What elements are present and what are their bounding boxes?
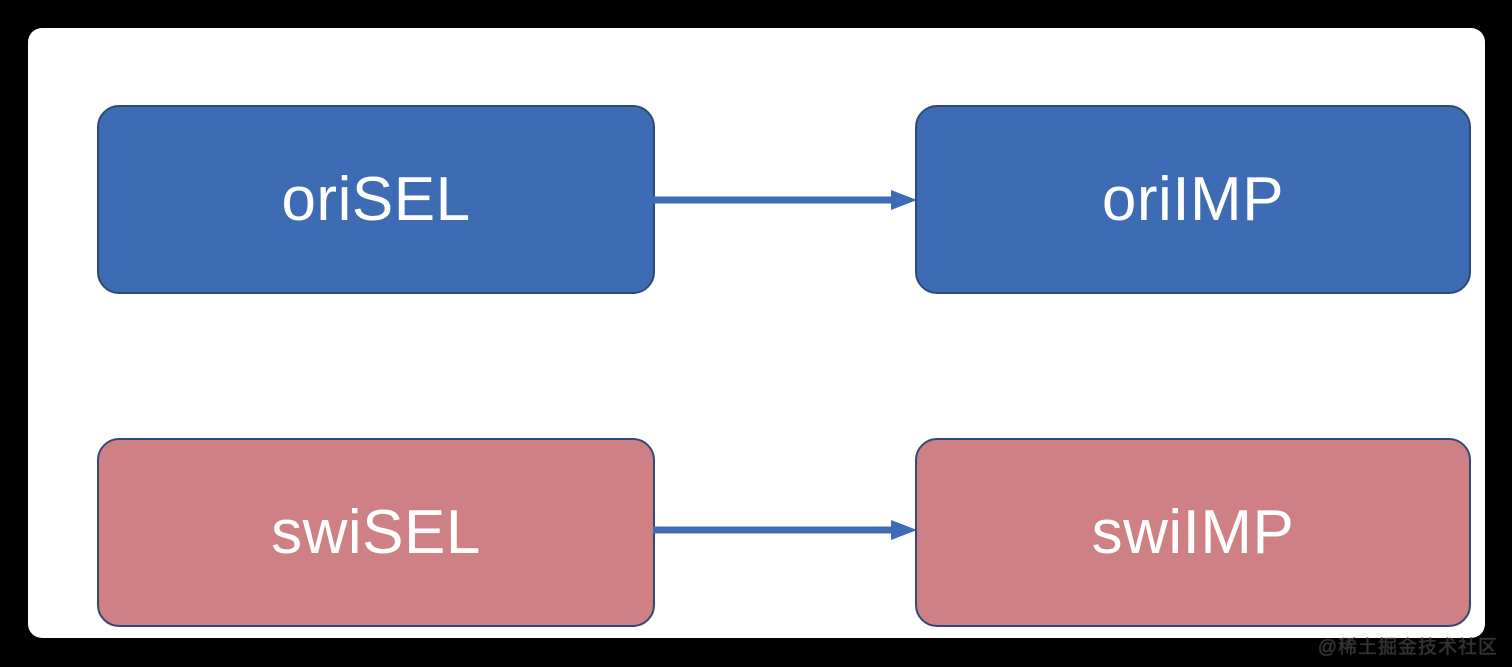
node-swiimp[interactable]: swiIMP — [915, 438, 1471, 627]
arrow-swisel-to-swiimp — [653, 520, 917, 540]
diagram-panel: oriSEL oriIMP swiSEL swiIMP — [28, 28, 1485, 638]
node-swisel[interactable]: swiSEL — [97, 438, 655, 627]
node-swiimp-label: swiIMP — [1091, 497, 1295, 567]
node-swisel-label: swiSEL — [271, 497, 481, 567]
node-oriimp-label: oriIMP — [1101, 164, 1285, 234]
node-orisel-label: oriSEL — [281, 164, 471, 234]
node-orisel[interactable]: oriSEL — [97, 105, 655, 294]
arrow-orisel-to-oriimp — [653, 190, 917, 210]
watermark-text: @稀土掘金技术社区 — [1317, 637, 1498, 658]
node-oriimp[interactable]: oriIMP — [915, 105, 1471, 294]
